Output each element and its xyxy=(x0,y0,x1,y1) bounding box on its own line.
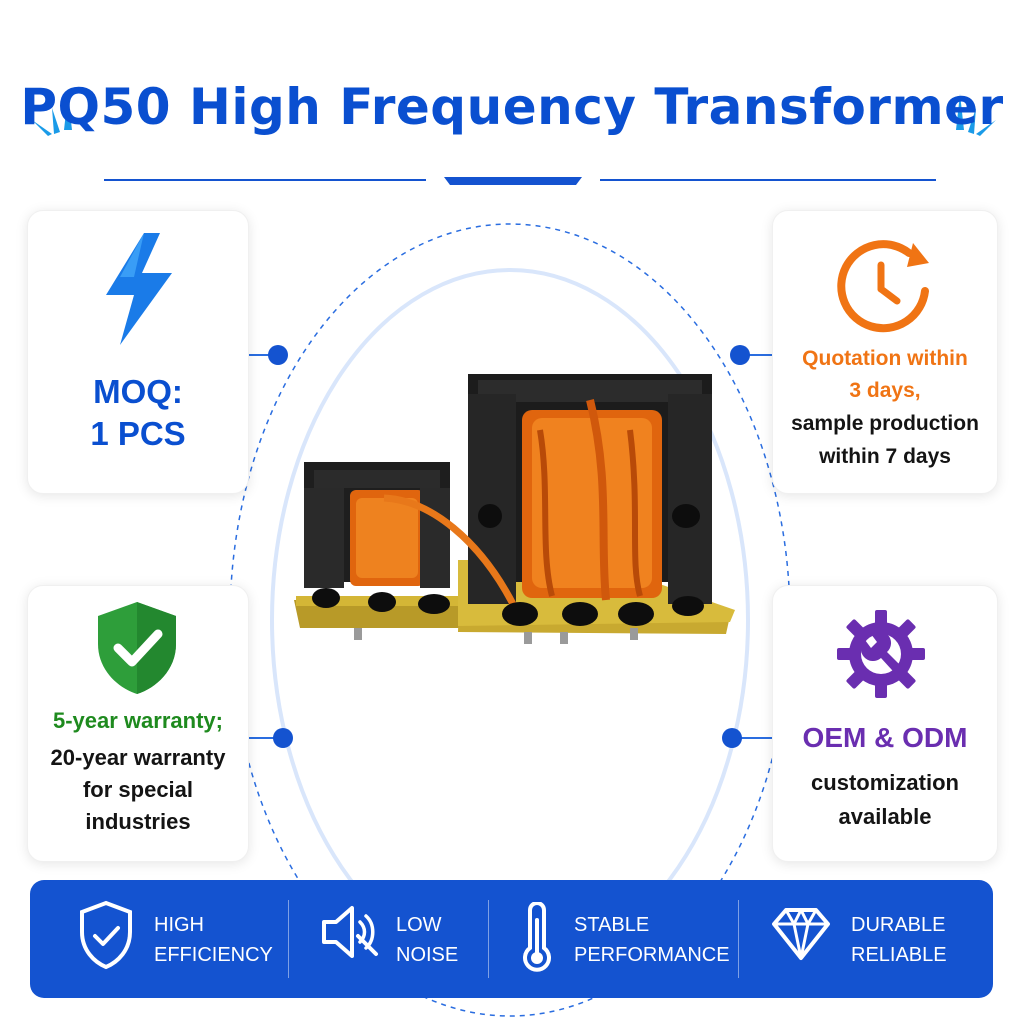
feature-line2: PERFORMANCE xyxy=(574,944,730,966)
feature-high-efficiency: HIGH EFFICIENCY xyxy=(30,880,280,998)
feature-line2: NOISE xyxy=(396,944,459,966)
title-divider xyxy=(104,177,936,185)
moq-card: MOQ: 1 PCS xyxy=(27,210,249,494)
feature-label: STABLE PERFORMANCE xyxy=(574,910,730,970)
feature-line1: LOW xyxy=(396,914,442,936)
quotation-highlight-line1: Quotation within xyxy=(802,347,968,370)
transformer-product-image xyxy=(294,374,735,644)
sample-text: sample production within 7 days xyxy=(773,407,997,473)
warranty-highlight: 5-year warranty; xyxy=(53,708,223,733)
sample-line2: within 7 days xyxy=(819,445,951,468)
oem-line1: customization xyxy=(811,770,959,795)
oem-highlight: OEM & ODM xyxy=(802,722,968,753)
warranty-line2: for special xyxy=(82,777,194,802)
thermometer-icon xyxy=(523,902,551,972)
feature-label: HIGH EFFICIENCY xyxy=(154,910,273,970)
sample-line1: sample production xyxy=(791,412,979,435)
speaker-mute-icon xyxy=(322,906,378,958)
shield-check-icon xyxy=(98,602,176,694)
feature-label: LOW NOISE xyxy=(396,910,458,970)
quotation-card: Quotation within 3 days, sample producti… xyxy=(772,210,998,494)
feature-divider xyxy=(488,900,489,978)
warranty-line3: industries xyxy=(85,809,191,834)
feature-line2: RELIABLE xyxy=(851,944,947,966)
lightning-icon xyxy=(106,233,172,345)
feature-durable-reliable: DURABLE RELIABLE xyxy=(740,880,993,998)
quotation-highlight-line2: 3 days, xyxy=(849,379,921,402)
warranty-card: 5-year warranty; 20-year warranty for sp… xyxy=(27,585,249,862)
quotation-highlight: Quotation within 3 days, xyxy=(773,343,997,407)
warranty-details: 20-year warranty for special industries xyxy=(28,742,248,838)
sparkle-right-icon xyxy=(956,94,996,136)
feature-stable-performance: STABLE PERFORMANCE xyxy=(490,880,735,998)
oem-line2: available xyxy=(838,804,932,829)
feature-divider xyxy=(738,900,739,978)
sparkle-left-icon xyxy=(32,94,72,136)
feature-line1: STABLE xyxy=(574,914,650,936)
warranty-line1: 20-year warranty xyxy=(50,745,226,770)
oem-card: OEM & ODM customization available xyxy=(772,585,998,862)
oem-details: customization available xyxy=(773,766,997,834)
gear-wrench-icon xyxy=(837,610,925,698)
page-title: PQ50 High Frequency Transformer xyxy=(20,78,1004,136)
diamond-icon xyxy=(772,908,830,960)
feature-line1: DURABLE xyxy=(851,914,946,936)
feature-line2: EFFICIENCY xyxy=(154,944,273,966)
feature-label: DURABLE RELIABLE xyxy=(851,910,947,970)
shield-check-icon xyxy=(80,900,132,970)
moq-text: MOQ: 1 PCS xyxy=(28,371,248,455)
moq-value: 1 PCS xyxy=(90,415,186,452)
feature-line1: HIGH xyxy=(154,914,204,936)
clock-icon xyxy=(837,240,929,333)
moq-label: MOQ: xyxy=(93,373,183,410)
feature-divider xyxy=(288,900,289,978)
features-bar: HIGH EFFICIENCY LOW NOISE STABLE PERFORMANC… xyxy=(30,880,993,998)
feature-low-noise: LOW NOISE xyxy=(290,880,490,998)
